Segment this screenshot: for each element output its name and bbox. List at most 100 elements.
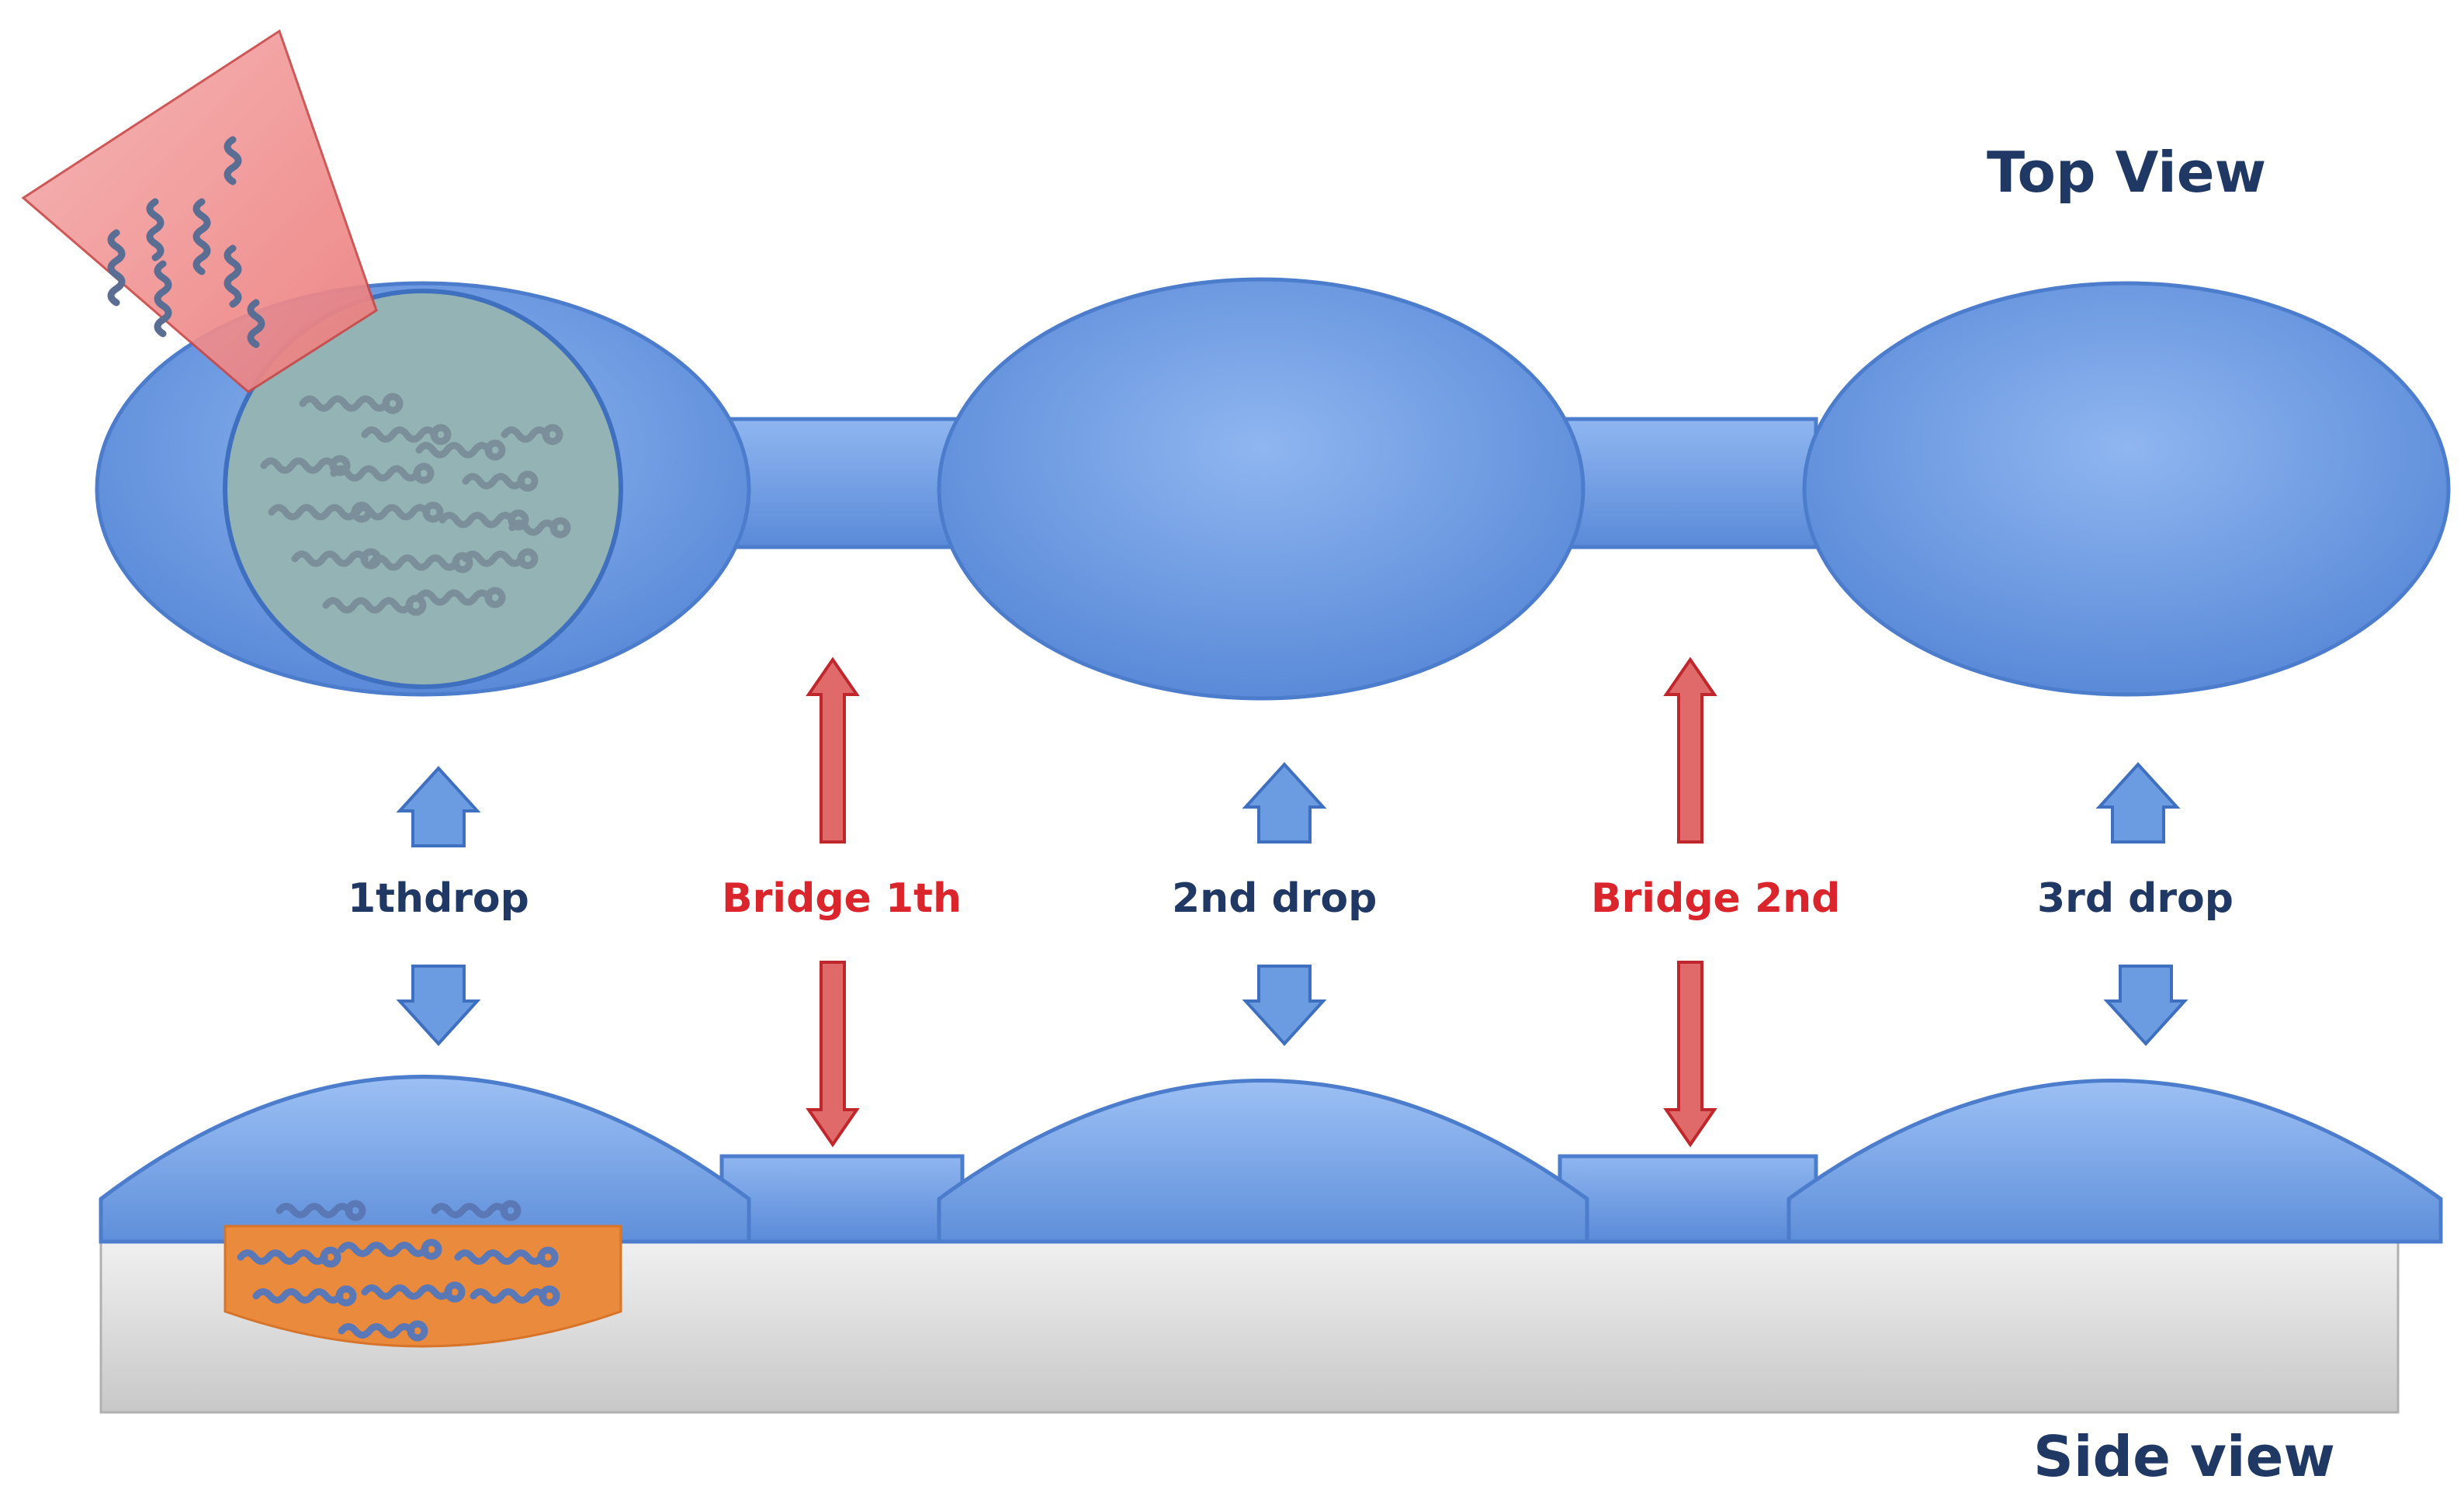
cone-molecule (146, 198, 165, 262)
spot-molecule-head (484, 587, 506, 608)
drop-1-label: 1thdrop (348, 875, 529, 922)
sample-spot (223, 289, 623, 689)
spot-molecule (361, 426, 438, 443)
spot-molecule (462, 550, 525, 567)
patch-molecule-head (537, 1246, 559, 1268)
spot-molecule-head (484, 439, 506, 461)
patch-molecule (338, 1323, 415, 1339)
drop-3-label: 3rd drop (2037, 875, 2234, 922)
bridge-2-top (1550, 417, 1818, 549)
drop-3-number: 3rd (2037, 875, 2115, 922)
molecule-squiggles-patch (237, 1200, 560, 1342)
droplet-2-top (937, 277, 1585, 701)
patch-molecule-head (320, 1246, 341, 1268)
patch-molecule (252, 1288, 344, 1304)
patch-molecule-head (421, 1239, 442, 1260)
drop-1-number: 1th (348, 875, 425, 922)
spot-molecule (260, 457, 338, 474)
patch-molecule (276, 1203, 353, 1218)
bridge-1-number: 1th (885, 875, 962, 922)
spot-molecule (415, 442, 493, 459)
molecule-squiggles-spot (260, 393, 571, 616)
side-view-group (99, 1075, 2443, 1414)
bridge-1-arrow-down (806, 961, 860, 1148)
cone-molecule (224, 244, 242, 308)
cone-molecule (107, 229, 126, 307)
patch-molecule (338, 1242, 429, 1257)
droplet-1-side (99, 1075, 751, 1244)
bridge-2-word: Bridge (1591, 875, 1741, 922)
patch-molecule (470, 1288, 547, 1304)
drop-3-word: drop (2128, 875, 2234, 922)
spot-molecule (501, 426, 550, 443)
spot-molecule-head (382, 393, 404, 414)
spot-molecule (415, 589, 493, 606)
patch-molecule-head (539, 1285, 560, 1307)
cone-molecule (192, 198, 211, 275)
bridge-2-arrow-up (1663, 656, 1717, 844)
drop-3-arrow-up (2095, 762, 2181, 844)
drop-2-number: 2nd (1172, 875, 1258, 922)
patch-molecule-head (407, 1320, 428, 1342)
top-view-title: Top View (1987, 140, 2267, 205)
drop-1-arrow-up (396, 766, 481, 847)
droplet-2-side (937, 1079, 1589, 1244)
spot-molecule (508, 519, 558, 536)
drop-2-arrow-up (1242, 762, 1327, 844)
spot-molecule (369, 554, 460, 571)
drop-2-label: 2nd drop (1172, 875, 1377, 922)
spot-molecule (330, 465, 421, 482)
drop-2-word: drop (1271, 875, 1378, 922)
spot-molecule-head (413, 462, 435, 484)
patch-molecule-head (335, 1285, 357, 1307)
spot-molecule (322, 597, 414, 614)
spot-molecule (268, 504, 359, 521)
bridge-1-arrow-up (806, 656, 860, 844)
spot-molecule (353, 504, 431, 521)
bridge-1-label: Bridge 1th (722, 875, 962, 922)
spot-molecule-head (517, 548, 539, 570)
arrows-group (396, 656, 2188, 1148)
spot-molecule-head (549, 517, 571, 539)
cone-molecule (224, 136, 242, 185)
top-view-group (95, 277, 2451, 701)
spot-molecule (291, 550, 369, 567)
spot-molecule-head (517, 470, 539, 492)
bridge-2-side (1558, 1154, 1818, 1244)
patch-molecule-head (345, 1200, 366, 1221)
droplet-3-top (1802, 281, 2451, 697)
patch-molecule (237, 1249, 328, 1265)
molecule-squiggles-cone (107, 136, 265, 348)
patch-molecule-head (500, 1200, 522, 1221)
spot-molecule (462, 473, 525, 490)
patch-molecule (454, 1249, 546, 1265)
patch-molecule (431, 1203, 508, 1218)
spot-molecule-head (430, 424, 452, 445)
bridge-1-top (712, 417, 965, 549)
patch-molecule (361, 1284, 452, 1300)
bridge-2-label: Bridge 2nd (1591, 875, 1840, 922)
spot-molecule (438, 511, 516, 528)
spot-molecule-head (329, 455, 351, 476)
cone-molecule (154, 260, 172, 338)
drop-1-arrow-down (396, 965, 481, 1046)
spot-molecule-head (542, 424, 563, 445)
bridge-2-number: 2nd (1754, 875, 1841, 922)
drop-2-arrow-down (1242, 965, 1327, 1046)
spot-molecule-head (422, 501, 444, 523)
bridge-1-side (719, 1154, 965, 1244)
patch-molecule-head (444, 1281, 466, 1303)
spot-molecule (299, 395, 390, 412)
side-view-title: Side view (2033, 1424, 2335, 1489)
spot-molecule-head (508, 509, 529, 531)
dispenser-cone (21, 29, 378, 393)
bridge-1-word: Bridge (722, 875, 872, 922)
drop-3-arrow-down (2103, 965, 2188, 1046)
droplet-3-side (1786, 1079, 2443, 1244)
cone-molecule (247, 299, 265, 348)
bridge-2-arrow-down (1663, 961, 1717, 1148)
spot-molecule-head (452, 552, 473, 573)
drop-1-word: drop (424, 875, 529, 922)
